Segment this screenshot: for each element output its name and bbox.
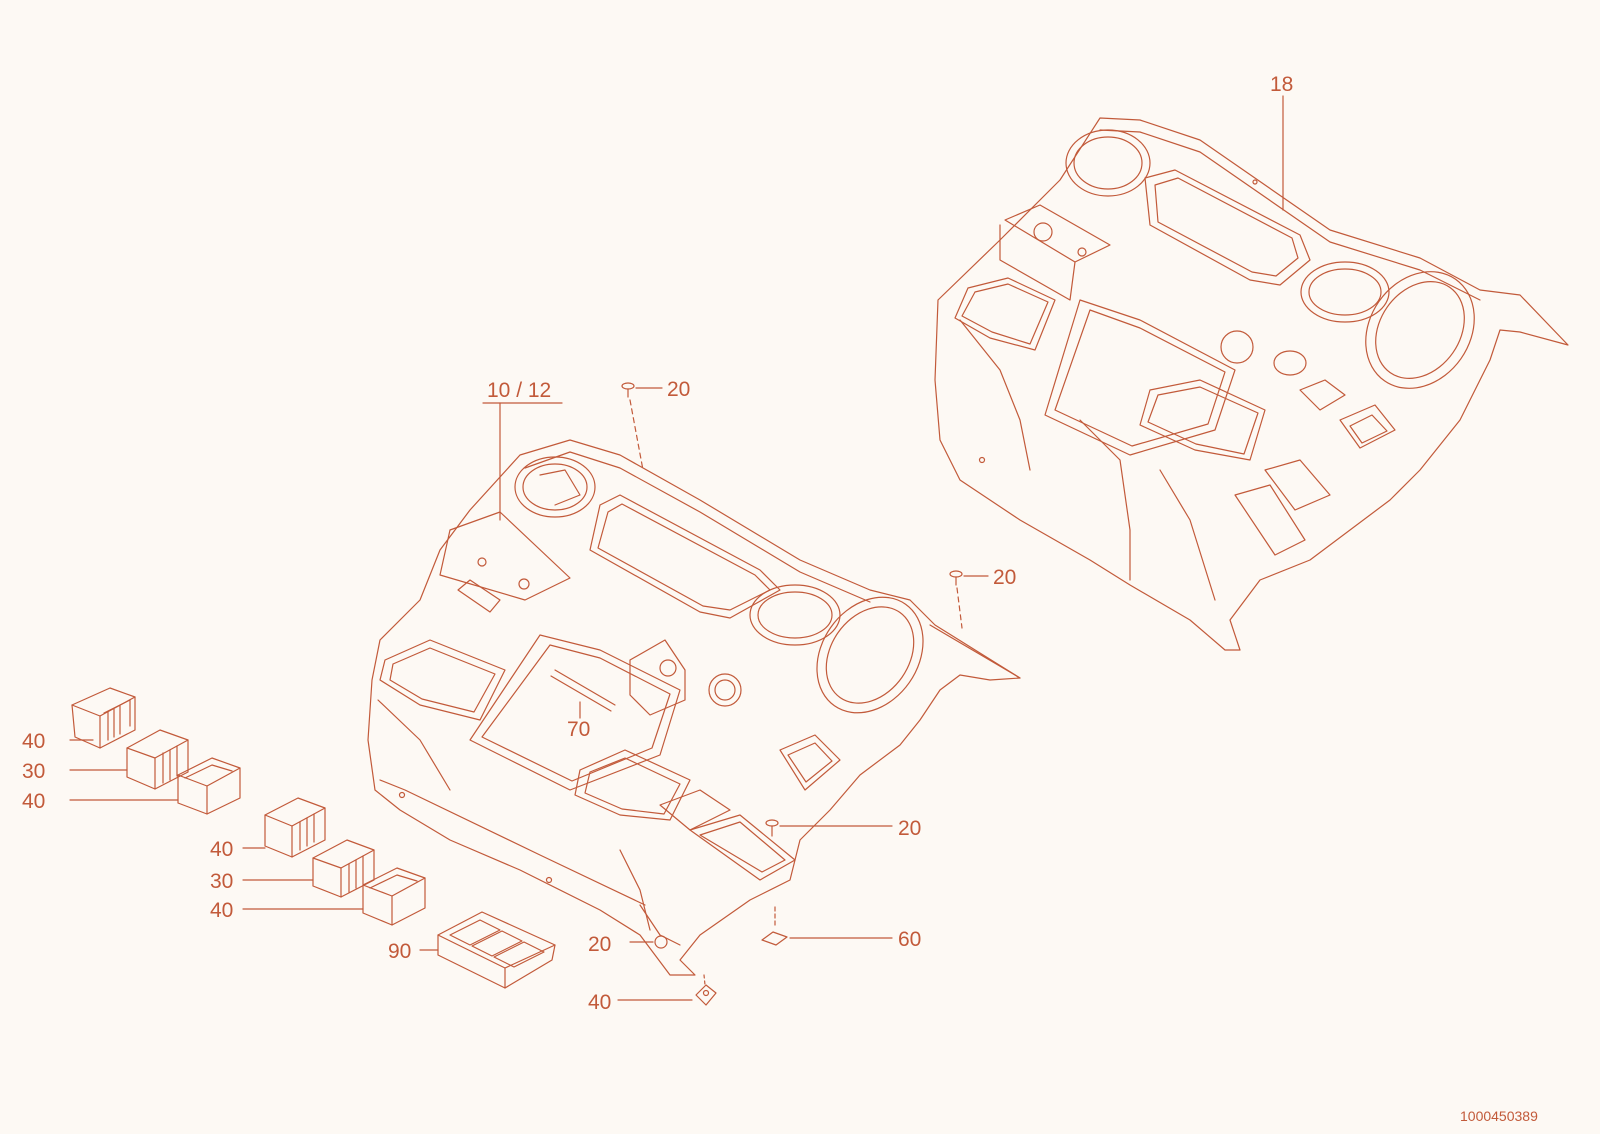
document-number: 1000450389 (1460, 1108, 1538, 1124)
label-clip: 40 (588, 991, 611, 1014)
label-nut: 60 (898, 928, 921, 951)
label-screw-right: 20 (993, 566, 1016, 589)
screw-20-right (949, 570, 989, 629)
switch-blank-group-a (69, 687, 241, 815)
label-rod: 70 (567, 718, 590, 741)
label-switch-b3: 40 (210, 899, 233, 922)
label-screw-top: 20 (667, 378, 690, 401)
nut-60 (761, 904, 893, 946)
label-assembly-10-12: 10 / 12 (487, 379, 551, 402)
screw-20-bottom (629, 935, 668, 949)
console-assembly-10-12 (367, 439, 1021, 976)
screw-20-top (621, 382, 663, 471)
label-assembly-18: 18 (1270, 73, 1293, 96)
label-screw-mid: 20 (898, 817, 921, 840)
label-switch-b2: 30 (210, 870, 233, 893)
console-assembly-18 (934, 117, 1569, 651)
label-switch-a2: 30 (22, 760, 45, 783)
switch-panel-90 (419, 911, 556, 989)
label-screw-bottom: 20 (588, 933, 611, 956)
label-switch-panel: 90 (388, 940, 411, 963)
switch-blank-group-b (242, 797, 426, 926)
screw-20-mid (765, 819, 893, 837)
label-switch-a1: 40 (22, 730, 45, 753)
clip-40 (617, 974, 717, 1006)
label-switch-b1: 40 (210, 838, 233, 861)
label-switch-a3: 40 (22, 790, 45, 813)
